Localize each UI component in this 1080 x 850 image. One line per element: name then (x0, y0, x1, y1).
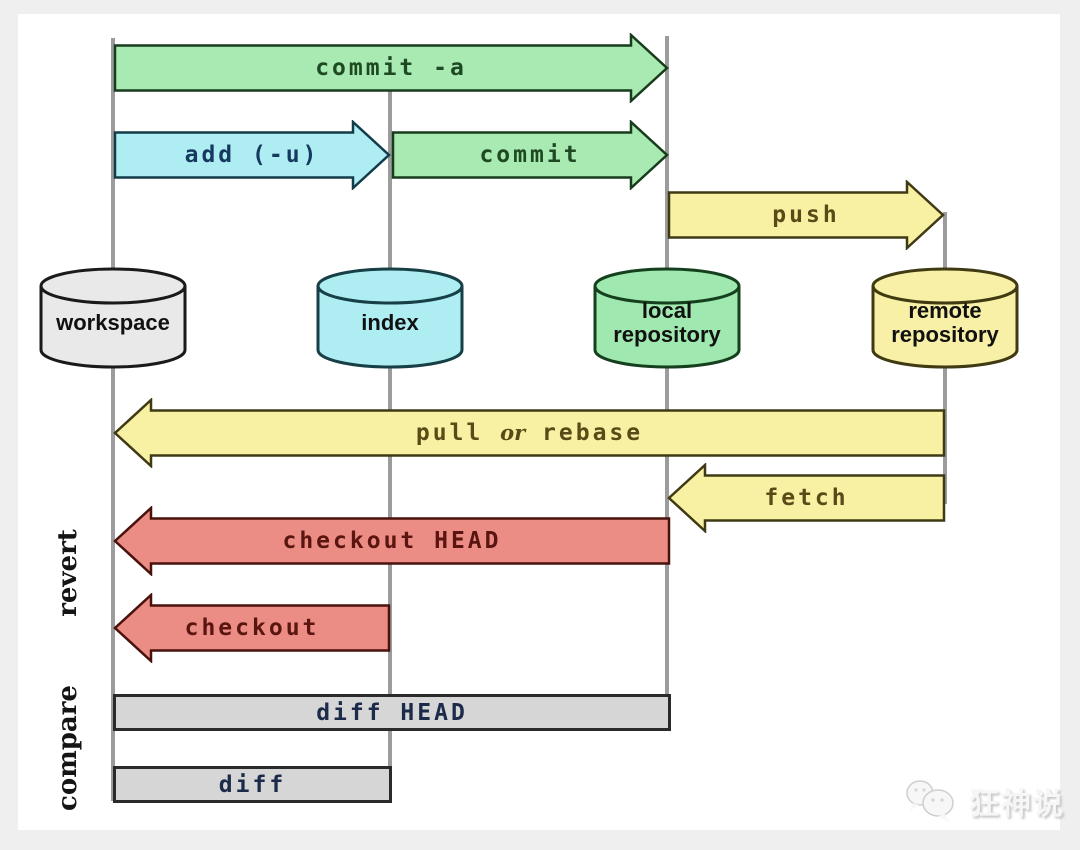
commit-arrow: commit (391, 120, 669, 190)
checkout-arrow: checkout (113, 593, 391, 663)
index-label: index (361, 310, 419, 335)
watermark: 狂神说 (903, 775, 1065, 827)
pull-or-rebase-label: pull or rebase (415, 420, 644, 446)
watermark-text: 狂神说 (969, 788, 1065, 821)
diff-head-label: diff HEAD (316, 699, 468, 726)
fetch-arrow: fetch (667, 463, 946, 533)
push-arrow: push (667, 180, 945, 250)
fetch-label: fetch (764, 485, 849, 511)
add-label: add (-u) (184, 142, 320, 168)
add-arrow: add (-u) (113, 120, 391, 190)
diff-head-bar: diff HEAD (113, 694, 671, 731)
index-cylinder: index (315, 266, 465, 370)
commit-a-arrow: commit -a (113, 33, 669, 103)
commit-a-label: commit -a (315, 55, 467, 81)
commit-label: commit (479, 142, 581, 168)
pull-or-rebase-arrow: pull or rebase (113, 398, 946, 468)
diff-bar: diff (113, 766, 392, 803)
local-repository-lifeline (665, 36, 669, 730)
checkout-head-label: checkout HEAD (282, 528, 502, 554)
checkout-head-arrow: checkout HEAD (113, 506, 671, 576)
compare-section-label: compare (53, 685, 83, 811)
workspace-label: workspace (56, 310, 170, 335)
revert-section-label: revert (53, 529, 83, 617)
push-label: push (772, 202, 840, 228)
workspace-lifeline (111, 38, 115, 801)
chat-bubbles-logo (906, 780, 954, 822)
diff-label: diff (218, 771, 287, 798)
checkout-label: checkout (184, 615, 320, 641)
workspace-cylinder: workspace (38, 266, 188, 370)
